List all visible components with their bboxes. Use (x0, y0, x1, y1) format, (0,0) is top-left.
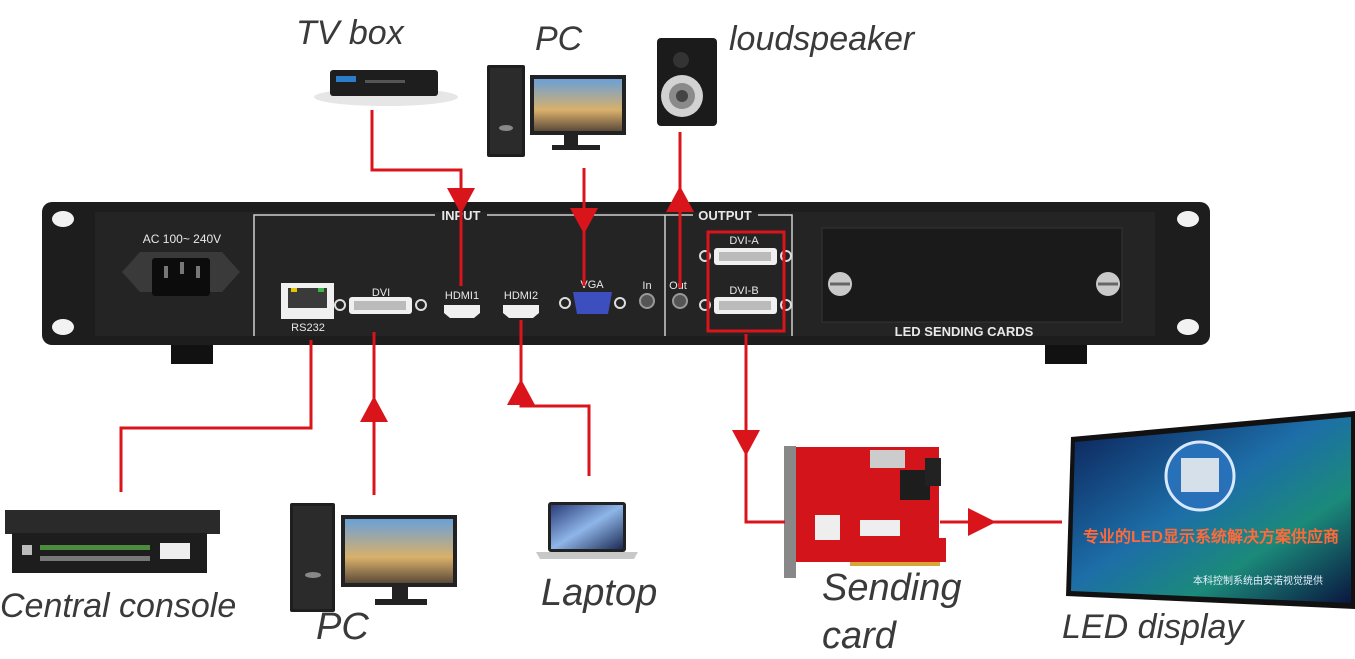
laptop-to-hdmi2-line (519, 320, 591, 476)
tv-box-device-icon (314, 70, 458, 106)
led-display-device-icon: 专业的LED显示系统解决方案供应商 本科控制系统由安诺视觉提供 (1066, 411, 1355, 609)
display-headline: 专业的LED显示系统解决方案供应商 (1083, 527, 1339, 546)
hdmi2-port-icon (503, 305, 539, 318)
pc-top-label: PC (535, 20, 583, 58)
arrow-right-icon (968, 508, 996, 536)
mount-hole-icon (52, 211, 74, 227)
arrow-up-icon (666, 186, 694, 212)
dvi-output-to-card-line (744, 334, 785, 524)
sending-card-device-icon (784, 446, 946, 578)
display-subline: 本科控制系统由安诺视觉提供 (1193, 574, 1323, 587)
arrow-down-icon (447, 188, 475, 214)
dvi-label: DVI (372, 287, 390, 299)
pc-bottom-device-icon (290, 503, 457, 612)
laptop-label: Laptop (541, 572, 658, 614)
mount-hole-icon (52, 319, 74, 335)
led-sending-cards-label: LED SENDING CARDS (895, 324, 1034, 339)
pc-bottom-label: PC (316, 606, 369, 648)
loudspeaker-device-icon (657, 38, 717, 126)
dvi-a-label: DVI-A (729, 235, 759, 247)
rack-foot-right (1045, 342, 1087, 364)
rs232-to-console-line (119, 340, 313, 492)
tvbox-to-hdmi1-line (370, 110, 463, 286)
mount-hole-icon (1177, 211, 1199, 227)
vga-label: VGA (580, 279, 604, 291)
sending-card-bay (821, 227, 1123, 323)
arrow-up-icon (360, 396, 388, 422)
pc-top-device-icon (487, 65, 626, 157)
arrow-down-icon (732, 430, 760, 456)
rs232-label: RS232 (291, 322, 325, 334)
central-console-label: Central console (0, 587, 237, 625)
rs232-port-icon (288, 288, 327, 308)
laptop-device-icon (536, 502, 638, 559)
loudspeaker-label: loudspeaker (729, 20, 915, 58)
vga-port-icon (573, 292, 612, 314)
output-label: OUTPUT (698, 208, 752, 223)
video-processor-rear-panel: AC 100~ 240V INPUT OUTPUT RS232 DVI HDMI… (42, 202, 1210, 364)
hdmi2-label: HDMI2 (504, 290, 538, 302)
central-console-device-icon (5, 510, 220, 573)
arrow-up-icon (507, 379, 535, 405)
tv-box-label: TV box (296, 14, 404, 52)
sending-card-label: Sending card (822, 567, 962, 657)
dvi-b-label: DVI-B (729, 285, 758, 297)
audio-in-jack-icon (639, 293, 655, 309)
audio-in-label: In (642, 280, 651, 292)
power-label: AC 100~ 240V (143, 232, 221, 246)
output-highlight-box (706, 230, 786, 333)
rack-foot-left (171, 342, 213, 364)
audio-out-jack-icon (672, 293, 688, 309)
hdmi1-label: HDMI1 (445, 290, 479, 302)
hdmi1-port-icon (444, 305, 480, 318)
arrow-down-icon (570, 208, 598, 234)
mount-hole-icon (1177, 319, 1199, 335)
audio-out-label: Out (669, 280, 687, 292)
flow-arrows (360, 186, 996, 536)
led-display-label: LED display (1062, 608, 1244, 646)
